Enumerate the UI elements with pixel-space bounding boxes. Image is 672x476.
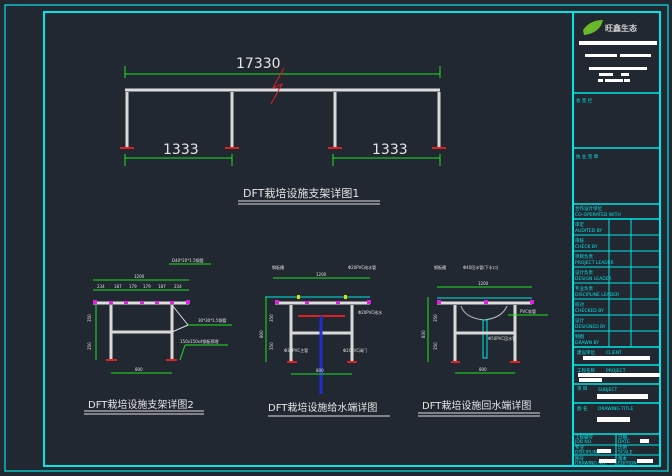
signoff-role-label: 项目负责 <box>575 253 593 260</box>
drawing-4-title: DFT栽培设施回水端详图 <box>422 399 531 412</box>
signoff-role-label-en: DISCIPLINE LEADER <box>575 292 619 298</box>
info-label: 日期 <box>618 435 627 441</box>
pipe-label: D40*20*1.5钢管 <box>172 257 204 263</box>
info-label: 图号 <box>575 456 584 462</box>
height-dim: 350 <box>433 314 438 322</box>
company-logo-icon <box>583 20 603 35</box>
top-label: Φ40回水管(下水口) <box>463 264 499 270</box>
left-label: 钢板槽 <box>272 264 284 270</box>
seg-dim: 234 <box>174 284 182 289</box>
width-dim: 1200 <box>134 274 145 279</box>
coop-label-en: CO-OPERATED WITH <box>575 212 621 218</box>
drawing-1-frame-elevation: 17330 1333 1333 DFT栽培设施支架详图1 <box>120 56 446 205</box>
info-label: 工程编号 <box>575 434 593 441</box>
info-label-en: JOB NO. <box>574 439 593 445</box>
signoff-role-label: 审定 <box>575 221 584 228</box>
signoff-name-cell[interactable] <box>609 267 631 283</box>
seal-label: 执 业 签 章 <box>576 153 599 160</box>
total-height-dim: 830 <box>421 330 426 338</box>
height-dim: 350 <box>269 342 274 350</box>
signoff-name-cell[interactable] <box>609 251 631 267</box>
info-label-en: DISCIPLINE <box>575 450 600 456</box>
left-span-dimension: 1333 <box>163 142 199 158</box>
drawing-2-support-section: 1200 234 187 179 179 187 234 D40*20*1.5钢… <box>84 257 232 415</box>
signoff-name-cell[interactable] <box>609 219 631 235</box>
base-dim: 800 <box>316 368 324 373</box>
height-dim: 350 <box>269 314 274 322</box>
base-dim: 800 <box>135 367 143 372</box>
signoff-name-cell[interactable] <box>609 235 631 251</box>
signoff-role-label-en: AUDITED BY <box>575 228 602 234</box>
overall-dimension: 17330 <box>236 56 281 72</box>
seg-dim: 187 <box>158 284 166 289</box>
signoff-role-label: 制图 <box>575 333 584 340</box>
info-label: 专业 <box>575 444 584 451</box>
left-label: 钢板槽 <box>434 264 446 270</box>
inner-frame <box>43 11 661 467</box>
height-dim: 350 <box>87 314 92 322</box>
signoff-role-label: 设计 <box>575 317 584 324</box>
brace-label: 30*30*1.5钢管 <box>198 317 227 323</box>
drawing-2-title: DFT栽培设施支架详图2 <box>88 398 194 411</box>
drawing-title-label-en: DRAWING TITLE <box>598 406 634 412</box>
coop-label: 合作设计单位 <box>575 205 602 212</box>
countersign-label: 会 签 栏 <box>576 97 593 104</box>
project-label: 工程名称 <box>577 367 595 374</box>
signoff-name-cell[interactable] <box>609 331 631 347</box>
left-label-2: Φ32PVC主管 <box>284 347 308 353</box>
subject-label-en: SUBJECT <box>598 387 618 393</box>
height-dim: 350 <box>433 342 438 350</box>
signoff-role-label-en: DESIGN LEADER <box>575 276 612 282</box>
info-label-en: DRAWING NO. <box>575 460 606 466</box>
client-label: 建设单位 <box>577 349 595 356</box>
seg-dim: 187 <box>114 284 122 289</box>
outer-frame <box>4 4 669 472</box>
width-dim: 1200 <box>316 272 327 277</box>
info-label-en: SCALE <box>618 450 633 456</box>
company-name: 旺鑫生态 <box>605 23 637 33</box>
client-label-en: CLIENT <box>606 350 622 356</box>
base-dim: 800 <box>479 367 487 372</box>
drawing-4-return-section: 钢板槽 Φ40回水管(下水口) 1200 PVC软管 Φ50PVC回水管 830… <box>418 264 548 417</box>
signoff-role-label: 审核 <box>575 237 584 244</box>
info-label-en: DATE <box>618 439 630 445</box>
drawing-1-title: DFT栽培设施支架详图1 <box>243 186 359 200</box>
total-height-dim: 800 <box>259 330 264 338</box>
drawing-title-label: 图 名 <box>577 405 587 412</box>
info-label: 比例 <box>618 444 627 451</box>
break-symbol <box>270 67 285 105</box>
seg-dim: 179 <box>129 284 137 289</box>
signoff-name-cell[interactable] <box>609 299 631 315</box>
drawing-3-inlet-section: 钢板槽 Φ20PVC给水管 1200 Φ20PVC给水 Φ32PVC主管 Φ20… <box>259 264 390 417</box>
signoff-role-label-en: DRAWN BY <box>575 340 599 346</box>
seg-dim: 234 <box>97 284 105 289</box>
width-dim: 1200 <box>478 281 489 286</box>
signoff-role-label: 校对 <box>575 301 584 308</box>
title-block: 旺鑫生态 会 签 栏 执 业 签 章 合作设计单位 CO-OPERATED WI… <box>573 20 660 466</box>
signoff-role-label: 专业负责 <box>575 285 593 292</box>
signoff-role-label-en: PROJECT LEADER <box>575 260 614 266</box>
signoff-role-label: 设计负责 <box>575 269 593 276</box>
signoff-role-label-en: DESIGNED BY <box>575 324 606 330</box>
plate-label: 150x150x4钢板预埋 <box>180 338 219 344</box>
mid-label: Φ20PVC给水 <box>358 309 382 315</box>
signoff-name-cell[interactable] <box>609 315 631 331</box>
signoff-name-cell[interactable] <box>609 283 631 299</box>
project-label-en: PROJECT <box>606 368 626 374</box>
height-dim: 350 <box>87 342 92 350</box>
signoff-role-label-en: CHECK BY <box>575 244 598 250</box>
pvc-label: PVC软管 <box>520 308 536 314</box>
drawing-3-title: DFT栽培设施给水端详图 <box>268 401 377 414</box>
seg-dim: 179 <box>143 284 151 289</box>
right-span-dimension: 1333 <box>372 142 408 158</box>
info-label-en: EDITION <box>618 460 637 466</box>
right-label: Φ20PVC给水管 <box>348 264 376 270</box>
info-label: 版本 <box>618 455 627 462</box>
subject-label: 项 目 <box>577 386 587 392</box>
signoff-role-label-en: CHECKED BY <box>575 308 604 314</box>
main-label: Φ50PVC回水管 <box>488 335 516 341</box>
right-label-2: Φ20PVC阀门 <box>343 347 367 353</box>
